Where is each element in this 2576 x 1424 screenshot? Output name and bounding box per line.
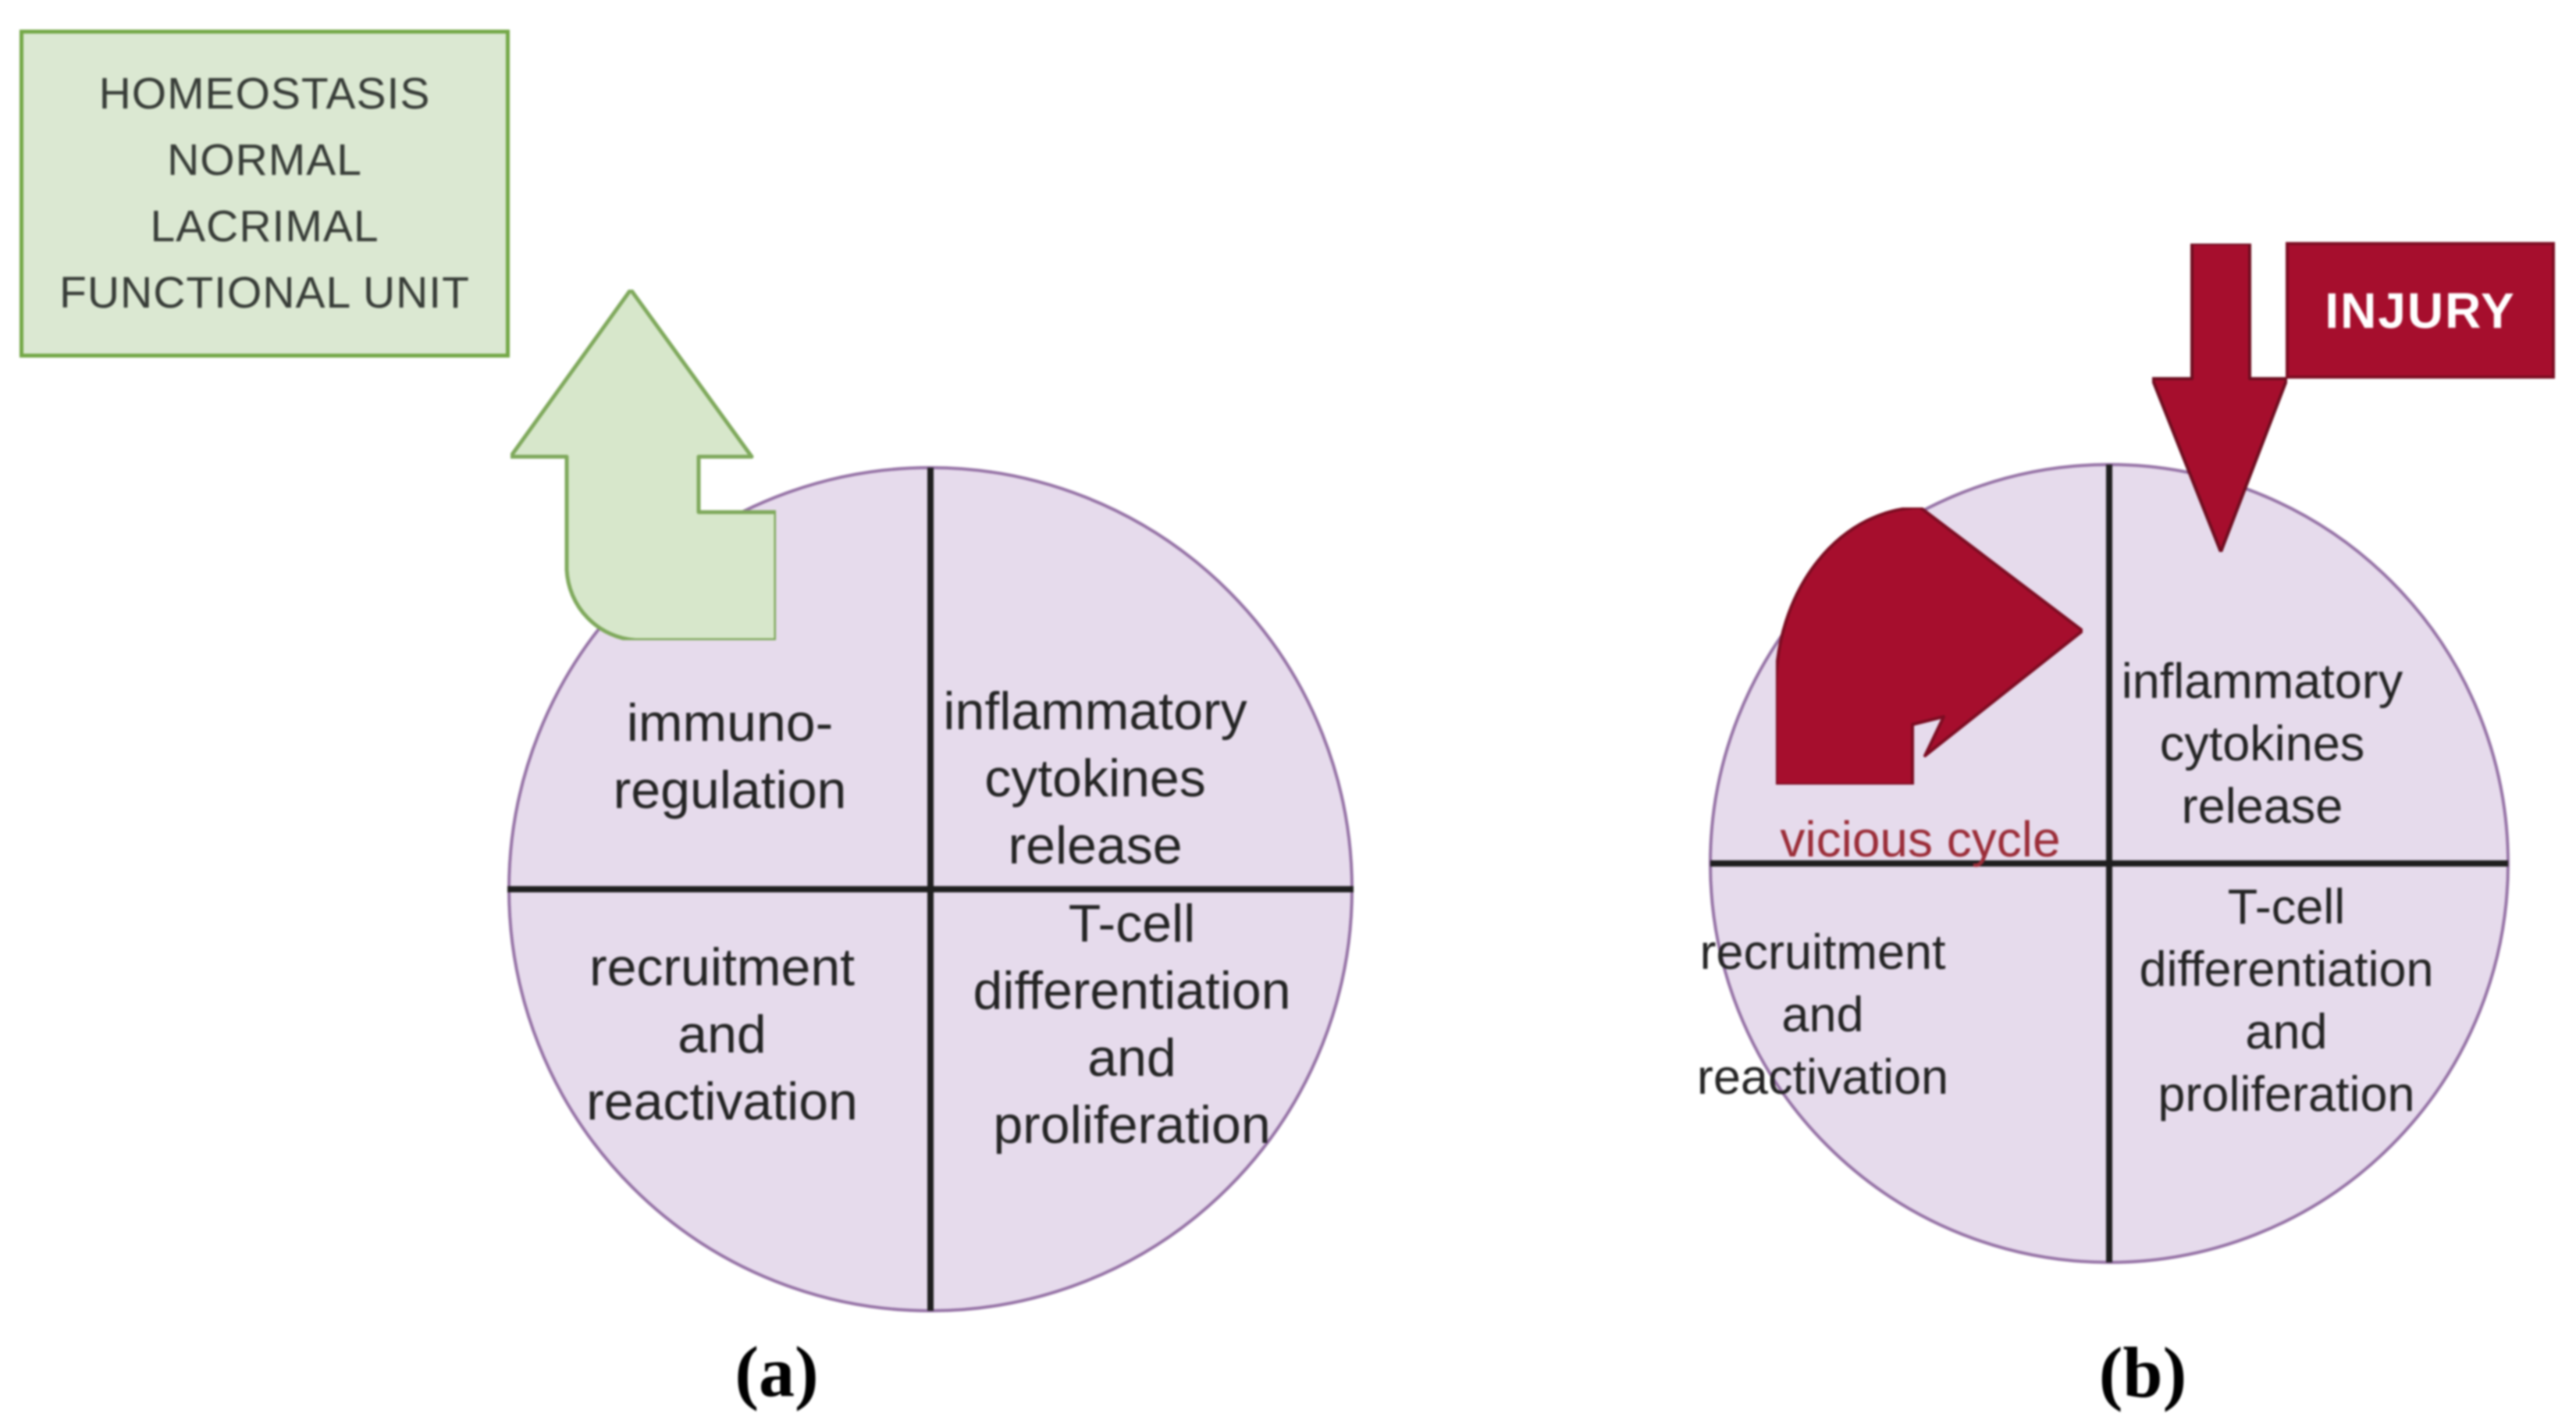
label-line: and bbox=[2245, 1005, 2328, 1059]
label-line: and bbox=[1781, 988, 1864, 1042]
quadrant-label-cytokines-b: inflammatory cytokines release bbox=[2122, 650, 2403, 838]
quadrant-label-cytokines-a: inflammatory cytokines release bbox=[943, 678, 1247, 879]
homeostasis-box: HOMEOSTASIS NORMAL LACRIMAL FUNCTIONAL U… bbox=[20, 30, 510, 358]
homeostasis-line: HOMEOSTASIS bbox=[98, 69, 431, 119]
label-line: recruitment bbox=[1699, 925, 1946, 980]
injury-box: INJURY bbox=[2286, 242, 2555, 379]
label-line: release bbox=[1008, 816, 1183, 875]
label-line: cytokines bbox=[984, 749, 1206, 808]
label-line: inflammatory bbox=[2121, 654, 2403, 709]
label-line: T-cell bbox=[2227, 880, 2346, 934]
label-line: regulation bbox=[613, 760, 847, 820]
label-line: and bbox=[1087, 1028, 1176, 1088]
homeostasis-line: FUNCTIONAL UNIT bbox=[59, 268, 470, 318]
quadrant-label-recruitment-b: recruitment and reactivation bbox=[1697, 921, 1948, 1109]
quadrant-label-tcell-b: T-cell differentiation and proliferation bbox=[2139, 876, 2433, 1126]
homeostasis-line: NORMAL bbox=[167, 135, 362, 185]
panel-b-caption: (b) bbox=[2098, 1333, 2187, 1412]
quadrant-label-recruitment-a: recruitment and reactivation bbox=[586, 934, 858, 1135]
label-line: immuno- bbox=[626, 693, 834, 753]
circle-a-horizontal-divider bbox=[507, 886, 1354, 892]
homeostasis-line: LACRIMAL bbox=[150, 201, 379, 251]
label-line: proliferation bbox=[2158, 1067, 2415, 1122]
quadrant-label-tcell-a: T-cell differentiation and proliferation bbox=[973, 890, 1290, 1159]
label-line: proliferation bbox=[993, 1095, 1271, 1155]
label-line: differentiation bbox=[2139, 942, 2434, 997]
curved-up-arrow-icon bbox=[511, 290, 776, 640]
label-line: recruitment bbox=[589, 938, 856, 997]
circle-b-horizontal-divider bbox=[1710, 860, 2508, 867]
label-line: cytokines bbox=[2159, 717, 2365, 771]
label-line: differentiation bbox=[973, 961, 1291, 1020]
label-line: T-cell bbox=[1068, 894, 1196, 953]
label-line: reactivation bbox=[586, 1072, 858, 1131]
label-line: and bbox=[678, 1005, 767, 1064]
injury-down-arrow-icon bbox=[2152, 244, 2287, 552]
injury-label: INJURY bbox=[2325, 282, 2516, 339]
vicious-cycle-bent-arrow-icon bbox=[1776, 507, 2083, 785]
label-line: release bbox=[2181, 779, 2343, 834]
quadrant-label-immunoregulation: immuno- regulation bbox=[614, 689, 847, 824]
label-line: inflammatory bbox=[943, 682, 1247, 741]
vicious-cycle-label: vicious cycle bbox=[1780, 811, 2061, 867]
panel-a-caption: (a) bbox=[735, 1332, 819, 1412]
label-line: reactivation bbox=[1696, 1050, 1949, 1105]
